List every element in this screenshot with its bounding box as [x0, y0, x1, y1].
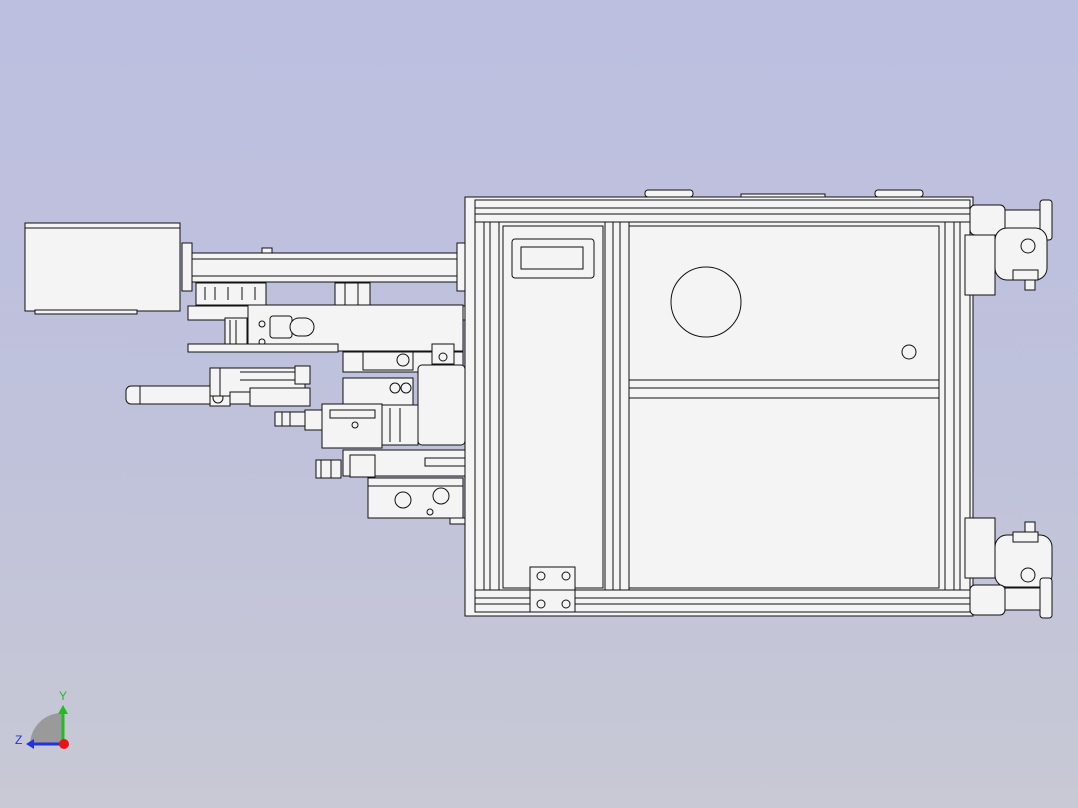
caster-top — [964, 199, 1053, 296]
cylinder-rod — [181, 242, 466, 292]
z-axis-label: Z — [15, 733, 22, 747]
main-frame — [464, 189, 974, 617]
caster-bottom — [964, 517, 1053, 619]
x-axis-dot — [59, 739, 69, 749]
coordinate-triad: Y Z — [15, 689, 69, 749]
mechanism-assembly — [125, 282, 466, 525]
motor-housing — [24, 222, 181, 315]
y-axis-label: Y — [59, 689, 67, 703]
